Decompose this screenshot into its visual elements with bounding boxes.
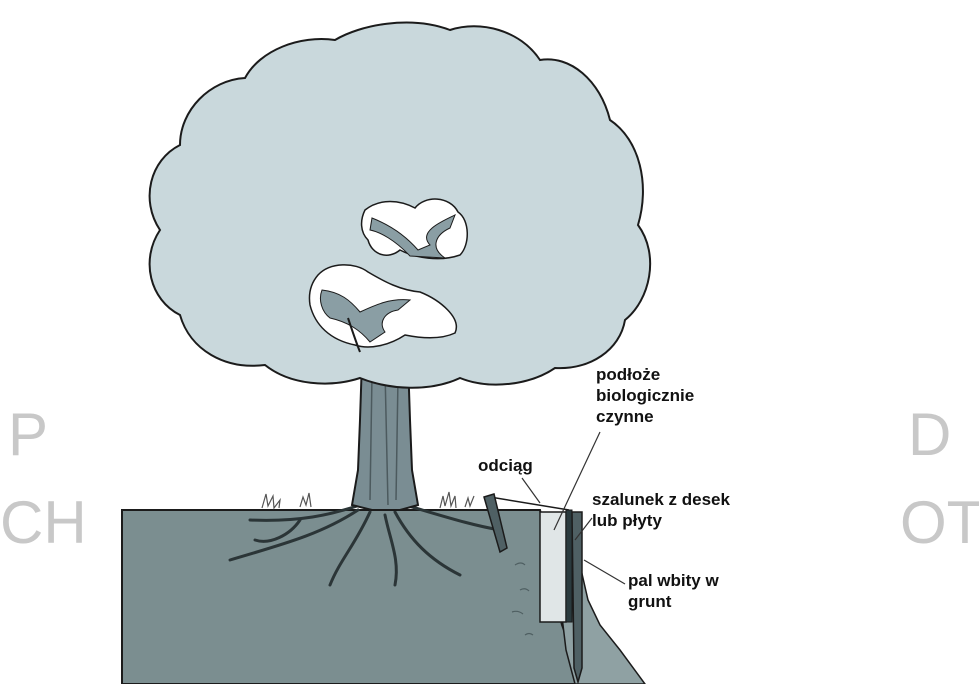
label-line: pal wbity w xyxy=(628,570,719,591)
label-line: grunt xyxy=(628,591,719,612)
label-biologically-active-substrate: podłoże biologicznie czynne xyxy=(596,364,694,427)
label-formwork: szalunek z desek lub płyty xyxy=(592,489,730,531)
label-line: czynne xyxy=(596,406,694,427)
label-guy-wire: odciąg xyxy=(478,455,533,476)
label-line: biologicznie xyxy=(596,385,694,406)
label-line: podłoże xyxy=(596,364,694,385)
formwork-board xyxy=(566,510,572,622)
label-line: lub płyty xyxy=(592,510,730,531)
upper-branch-gap xyxy=(362,199,468,259)
biologically-active-substrate xyxy=(540,512,566,622)
label-line: szalunek z desek xyxy=(592,489,730,510)
label-driven-pile: pal wbity w grunt xyxy=(628,570,719,612)
